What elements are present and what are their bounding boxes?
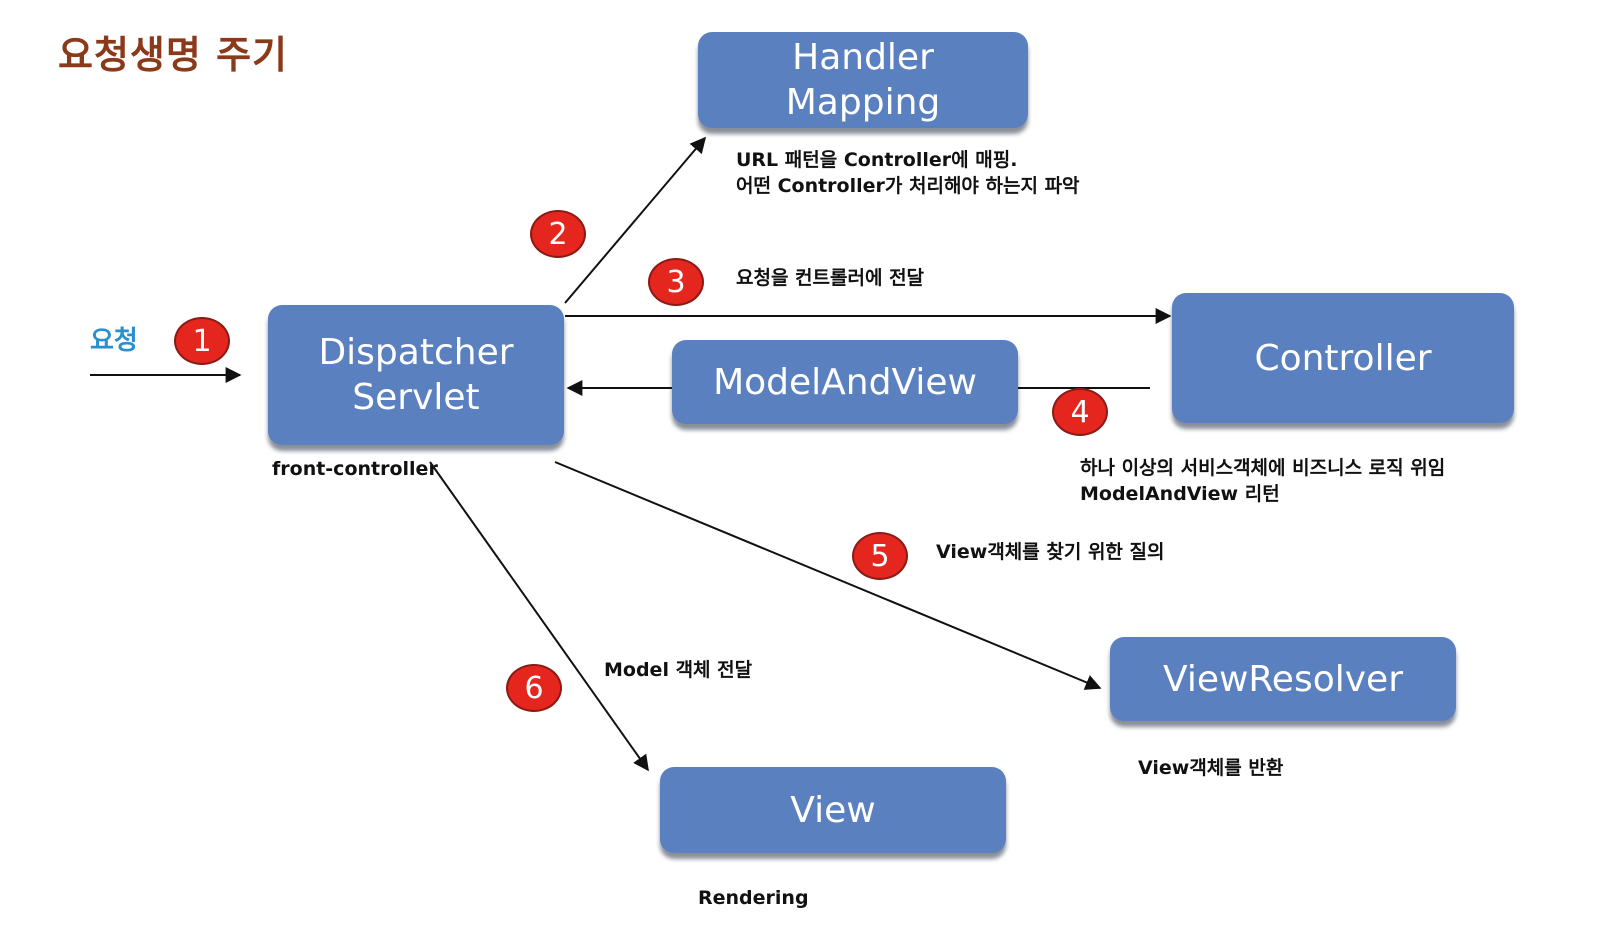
diagram-title: 요청생명 주기 [58, 33, 288, 77]
dispatcher-servlet-label: Dispatcher Servlet [318, 332, 514, 418]
view-note: Rendering [698, 887, 809, 909]
view-resolver-label: ViewResolver [1162, 658, 1403, 700]
view-resolver-note: View객체를 반환 [1138, 757, 1284, 779]
step-4-badge: 4 [1052, 388, 1108, 436]
front-controller-note: front-controller [272, 458, 438, 480]
arrow-dispatcher-to-handler-mapping [564, 136, 707, 304]
model-and-view-box: ModelAndView [672, 340, 1018, 424]
step3-note: 요청을 컨트롤러에 전달 [736, 267, 925, 289]
step-2-badge: 2 [530, 210, 586, 258]
handler-mapping-label: Handler Mapping [785, 37, 941, 123]
model-and-view-label: ModelAndView [713, 361, 977, 403]
arrow-dispatcher-to-view [429, 461, 649, 772]
request-label: 요청 [90, 326, 138, 356]
view-box: View [660, 767, 1006, 853]
controller-label: Controller [1254, 337, 1432, 379]
view-resolver-box: ViewResolver [1110, 637, 1456, 721]
dispatcher-servlet-box: Dispatcher Servlet [268, 305, 564, 445]
controller-note: 하나 이상의 서비스객체에 비즈니스 로직 위임 ModelAndView 리턴 [1080, 457, 1446, 505]
step-6-badge: 6 [506, 664, 562, 712]
handler-mapping-box: Handler Mapping [698, 32, 1028, 128]
step-5-badge: 5 [852, 532, 908, 580]
view-label: View [790, 789, 876, 831]
step-3-badge: 3 [648, 258, 704, 306]
controller-box: Controller [1172, 293, 1514, 423]
handler-mapping-note: URL 패턴을 Controller에 매핑. 어떤 Controller가 처… [736, 149, 1080, 197]
step-1-badge: 1 [174, 317, 230, 365]
step5-note: View객체를 찾기 위한 질의 [936, 541, 1165, 563]
arrow-dispatcher-to-view-resolver [554, 461, 1102, 690]
step6-note: Model 객체 전달 [604, 659, 753, 681]
